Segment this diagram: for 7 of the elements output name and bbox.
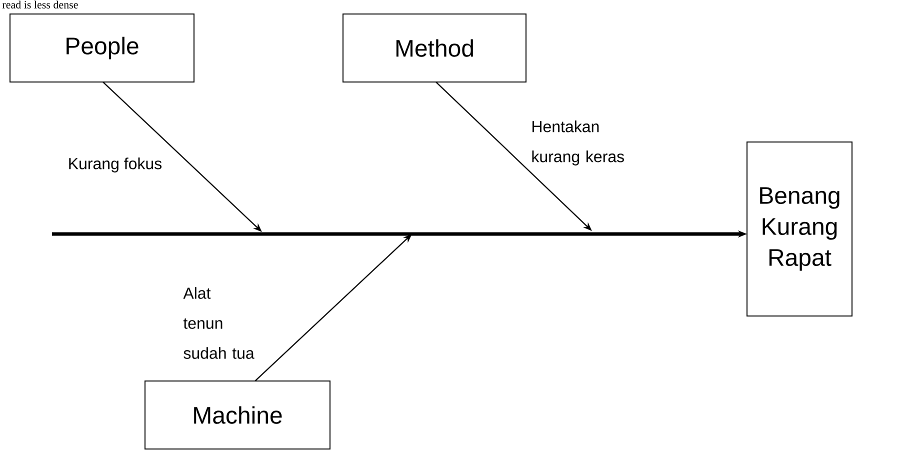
cause-box: People bbox=[10, 14, 194, 82]
edge-label: Alat tenun sudah tua bbox=[182, 286, 256, 360]
cause-box: Method bbox=[342, 14, 526, 82]
edge-label: Hentakan kurang keras bbox=[530, 120, 632, 166]
edge-label: Kurang fokus bbox=[66, 156, 164, 174]
cause-box: Machine bbox=[144, 380, 330, 450]
cause-box: Benang Kurang Rapat bbox=[746, 142, 852, 316]
